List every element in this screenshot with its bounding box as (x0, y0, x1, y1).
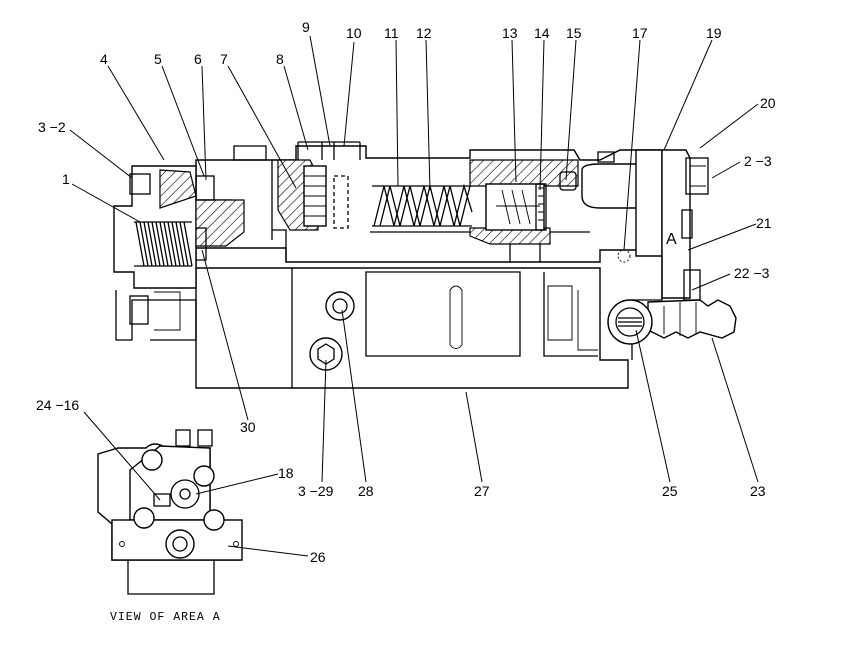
callout-23: 23 (750, 483, 766, 499)
left-end-cap (113, 165, 245, 341)
callout-5: 5 (154, 51, 162, 67)
callout-8: 8 (276, 51, 284, 67)
callout-labels: 1 3 −2 4 5 6 7 8 9 10 11 12 13 14 15 17 … (36, 19, 776, 624)
callout-14: 14 (534, 25, 550, 41)
callout-19: 19 (706, 25, 722, 41)
callout-15: 15 (566, 25, 582, 41)
elbow-fitting (647, 299, 737, 339)
callout-24-16: 24 −16 (36, 397, 79, 413)
left-spring (134, 221, 207, 267)
callout-11: 11 (384, 25, 399, 41)
inset-view-area-a (97, 429, 243, 595)
callout-6: 6 (194, 51, 202, 67)
callout-4: 4 (100, 51, 108, 67)
callout-13: 13 (502, 25, 518, 41)
callout-9: 9 (302, 19, 310, 35)
area-marker-a: A (666, 231, 677, 248)
callout-22-3: 22 −3 (734, 265, 770, 281)
callout-10: 10 (346, 25, 362, 41)
callout-17: 17 (632, 25, 648, 41)
callout-26: 26 (310, 549, 326, 565)
callout-3-2: 3 −2 (38, 119, 66, 135)
callout-30: 30 (240, 419, 256, 435)
callout-18: 18 (278, 465, 294, 481)
callout-28: 28 (358, 483, 374, 499)
plug-25 (607, 299, 653, 345)
leader-lines (69, 35, 759, 557)
right-valve-section (469, 159, 579, 245)
callout-12: 12 (416, 25, 432, 41)
callout-1: 1 (62, 171, 70, 187)
main-spring (372, 183, 473, 227)
callout-3-29: 3 −29 (298, 483, 334, 499)
callout-2-3: 2 −3 (744, 153, 772, 169)
right-cover (581, 149, 709, 360)
inset-caption: VIEW OF AREA A (110, 611, 221, 624)
plug-28 (325, 291, 355, 321)
callout-20: 20 (760, 95, 776, 111)
center-piston (277, 159, 349, 231)
callout-25: 25 (662, 483, 678, 499)
callout-21: 21 (756, 215, 772, 231)
callout-27: 27 (474, 483, 490, 499)
callout-7: 7 (220, 51, 228, 67)
